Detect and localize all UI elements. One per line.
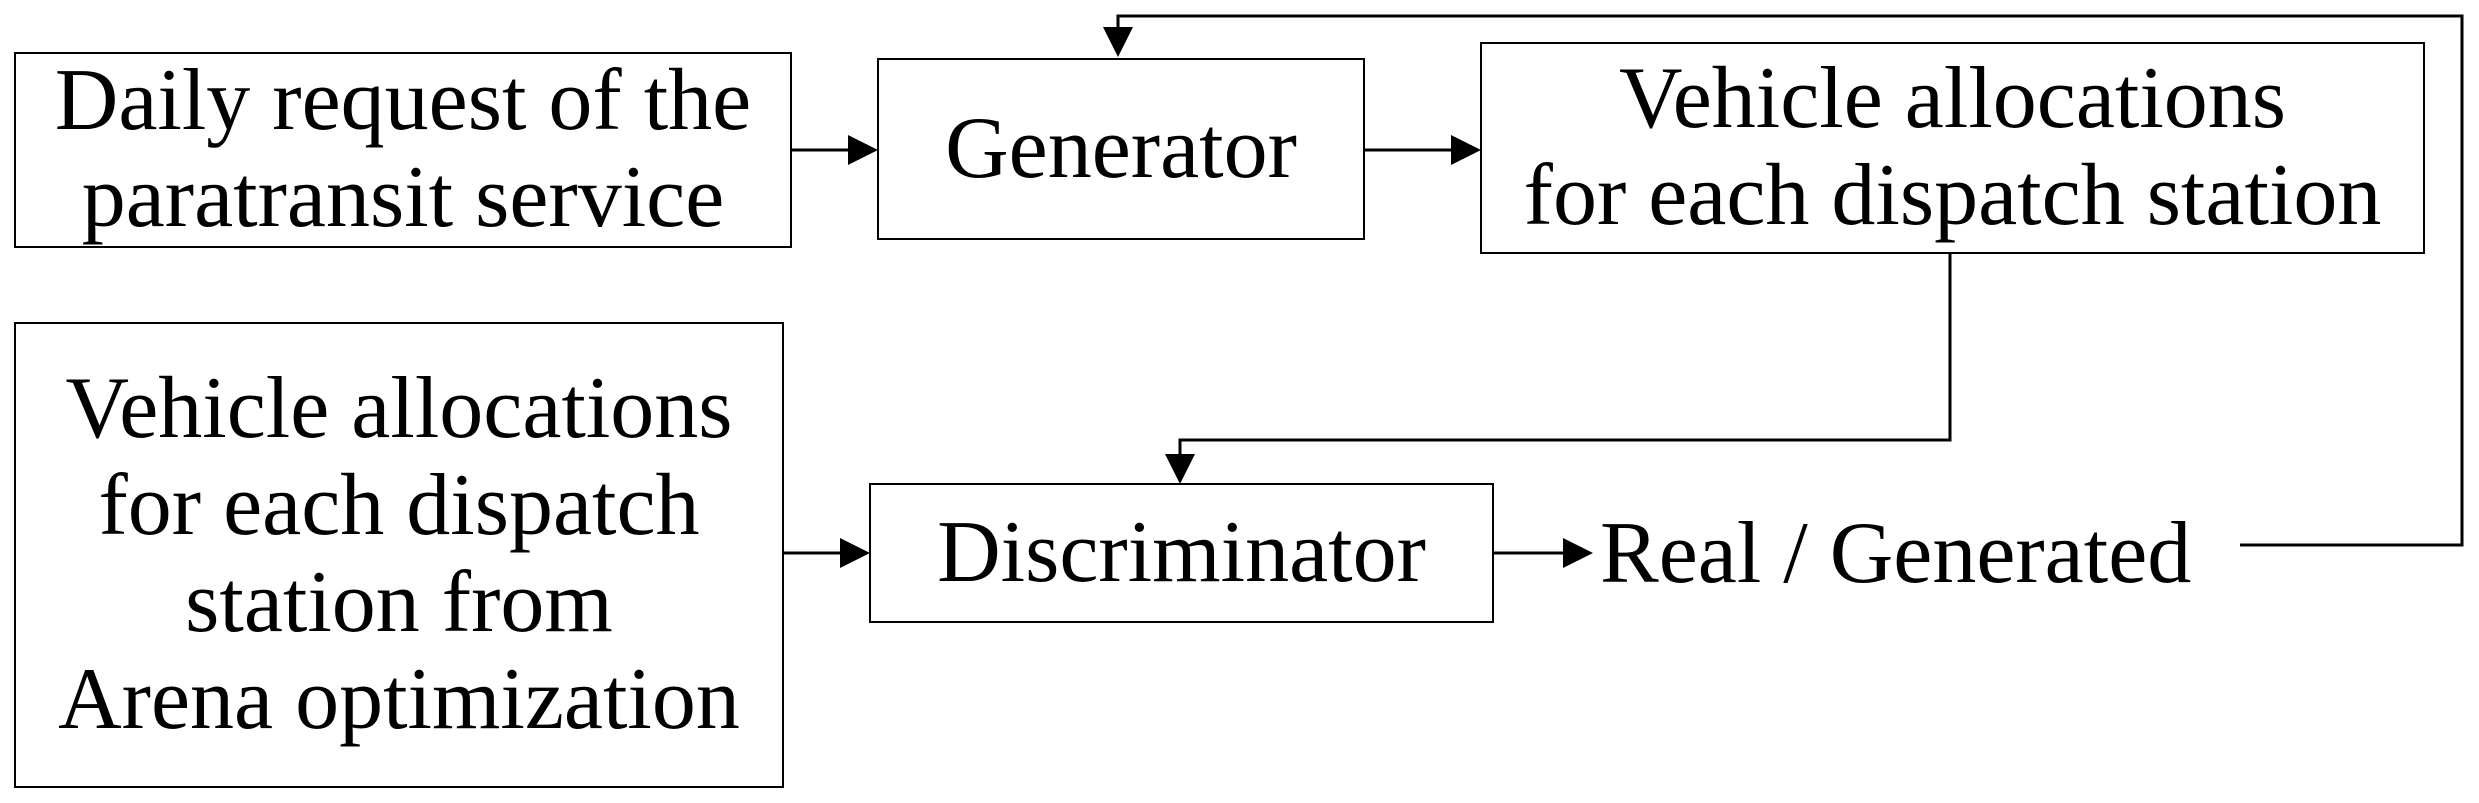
generated-allocations-line-2: for each dispatch station bbox=[1523, 147, 2382, 244]
daily-request-line-1: Daily request of the bbox=[54, 52, 752, 150]
generated-allocations-line-1: Vehicle allocations bbox=[1618, 50, 2287, 148]
generated-allocations-text: Vehicle allocations for each dispatch st… bbox=[1523, 50, 2382, 245]
daily-request-line-2: paratransit service bbox=[81, 149, 725, 246]
real-allocations-line-2: for each dispatch bbox=[98, 457, 700, 555]
real-allocations-box: Vehicle allocations for each dispatch st… bbox=[14, 322, 784, 788]
generator-box: Generator bbox=[877, 58, 1365, 240]
real-generated-label: Real / Generated bbox=[1600, 505, 2192, 602]
arrow-allocations-to-discriminator bbox=[1165, 253, 1952, 484]
generated-allocations-box: Vehicle allocations for each dispatch st… bbox=[1480, 42, 2425, 254]
real-allocations-line-1: Vehicle allocations bbox=[65, 360, 733, 458]
real-allocations-text: Vehicle allocations for each dispatch st… bbox=[58, 361, 740, 748]
daily-request-box: Daily request of the paratransit service bbox=[14, 52, 792, 248]
real-allocations-line-3: station from bbox=[185, 554, 613, 651]
arrow-feedback-to-generator bbox=[1103, 14, 2464, 547]
discriminator-label: Discriminator bbox=[937, 503, 1426, 601]
generator-label: Generator bbox=[945, 99, 1297, 197]
discriminator-box: Discriminator bbox=[869, 483, 1494, 623]
daily-request-text: Daily request of the paratransit service bbox=[54, 52, 752, 247]
generator-text: Generator bbox=[945, 99, 1297, 198]
real-allocations-line-4: Arena optimization bbox=[58, 650, 740, 748]
discriminator-text: Discriminator bbox=[937, 503, 1426, 602]
